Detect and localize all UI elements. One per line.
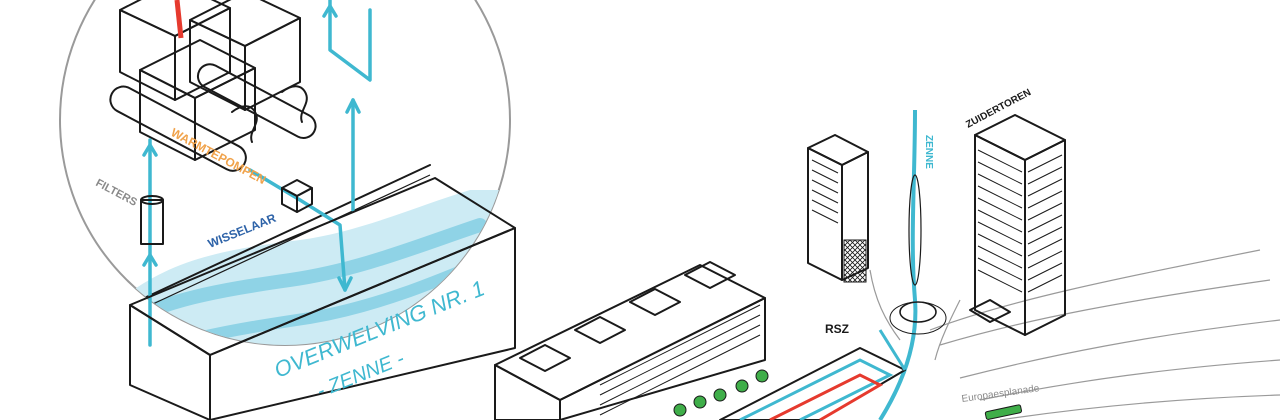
building-zuidertoren	[969, 114, 1066, 336]
zenne-river	[878, 109, 947, 420]
overwelving-panel	[129, 177, 516, 420]
rsz-pipe-network	[719, 329, 907, 420]
heat-exchanger	[281, 179, 313, 213]
label-europaesplanade: Europaesplanade	[961, 383, 1041, 405]
label-zenne: ZENNE	[923, 135, 934, 169]
building-narrow	[807, 134, 869, 283]
label-rsz: RSZ	[825, 322, 849, 336]
heat-pumps	[109, 0, 317, 172]
roads	[869, 249, 1280, 420]
trees	[673, 369, 769, 417]
building-rsz	[494, 261, 766, 420]
filter-cylinder	[140, 195, 164, 245]
water-pipes	[142, 0, 372, 347]
zenne-water	[90, 190, 510, 345]
detail-circle-content	[90, 164, 510, 345]
tram	[984, 404, 1023, 420]
